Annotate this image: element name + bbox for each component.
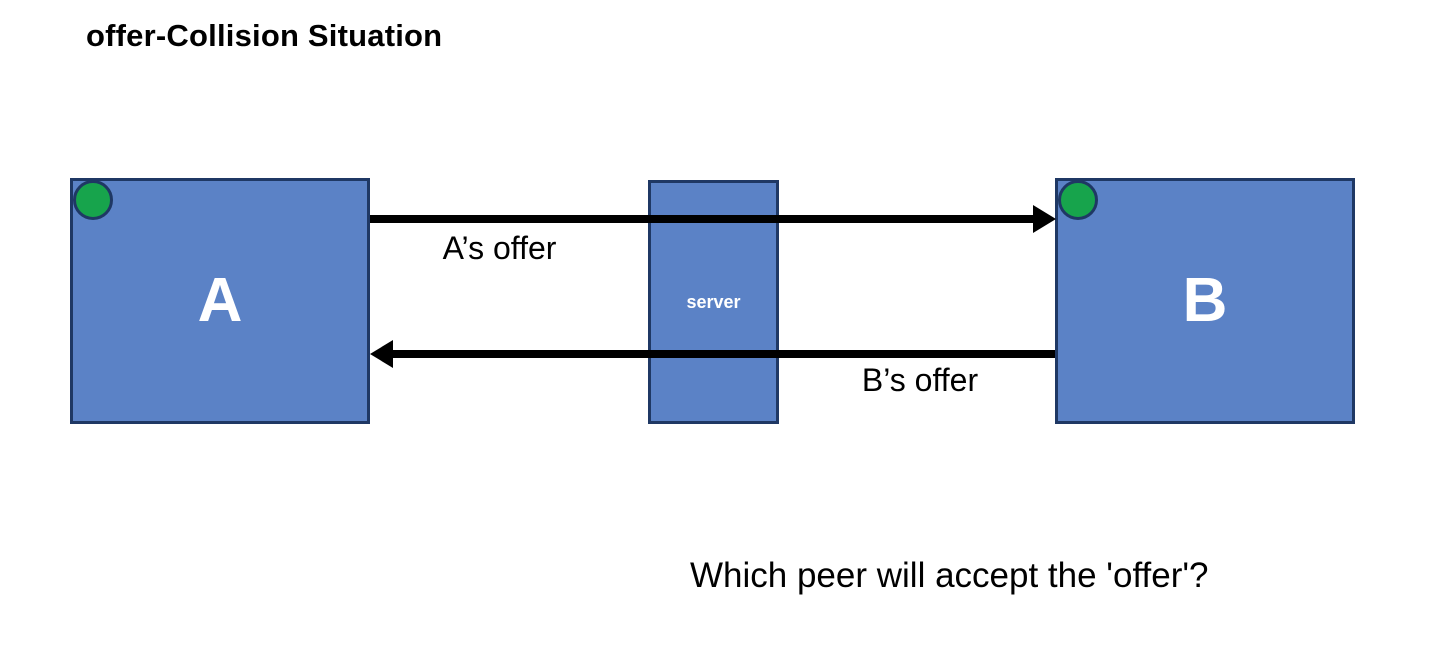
peer-a-box: A xyxy=(70,178,370,424)
peer-a-status-dot-icon xyxy=(73,180,113,220)
question-text: Which peer will accept the 'offer'? xyxy=(690,556,1209,595)
a-offer-arrow-line xyxy=(370,215,1034,223)
peer-b-label: B xyxy=(1182,266,1228,335)
peer-b-box: B xyxy=(1055,178,1355,424)
peer-b-status-dot-icon xyxy=(1058,180,1098,220)
a-offer-arrow-label: A’s offer xyxy=(442,230,557,266)
b-offer-arrowhead-icon xyxy=(370,340,393,368)
a-offer-arrowhead-icon xyxy=(1033,205,1056,233)
peer-a-label: A xyxy=(197,266,243,335)
b-offer-arrow-line xyxy=(392,350,1055,358)
b-offer-arrow-label: B’s offer xyxy=(861,362,979,398)
page-title: offer-Collision Situation xyxy=(86,18,443,53)
server-label: server xyxy=(686,291,741,312)
